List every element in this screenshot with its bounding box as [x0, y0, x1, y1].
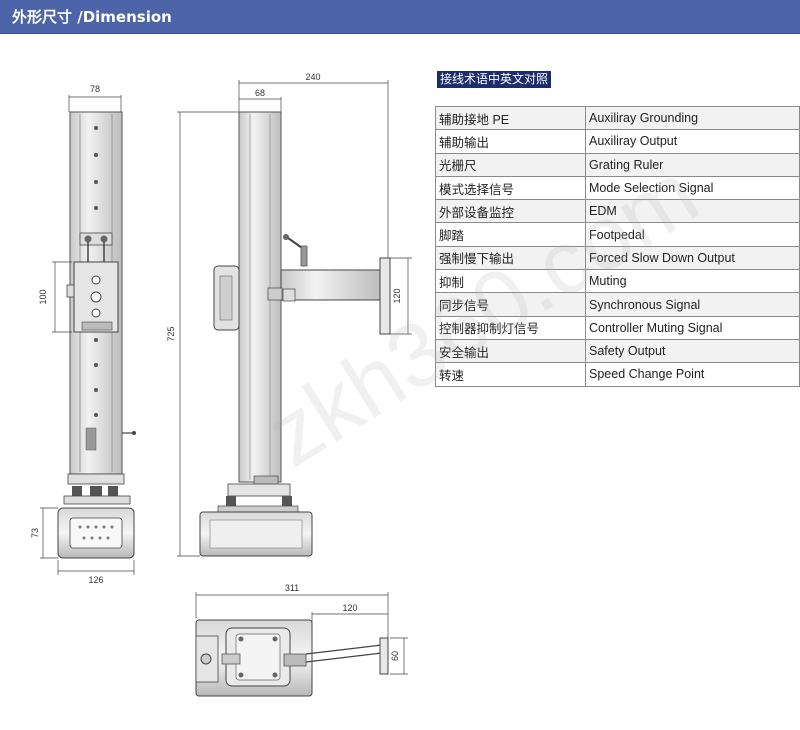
dim-front-width: [68, 95, 122, 112]
side-view: 240 68 725 120: [166, 72, 412, 557]
term-chinese: 脚踏: [435, 222, 586, 247]
front-width-label: 78: [90, 84, 100, 94]
side-column-width-label: 68: [255, 88, 265, 98]
term-chinese: 辅助输出: [435, 129, 586, 154]
section-header: 外形尺寸 /Dimension: [0, 0, 800, 34]
term-chinese: 光栅尺: [435, 152, 586, 177]
term-english: Controller Muting Signal: [585, 315, 800, 340]
base-width-label: 126: [88, 575, 103, 585]
term-english: Mode Selection Signal: [585, 175, 800, 201]
dimension-drawings: 78 100: [30, 72, 412, 697]
side-arm: [280, 269, 382, 301]
term-english: EDM: [585, 199, 800, 224]
top-arm-length-label: 120: [342, 603, 357, 613]
section-title: 外形尺寸 /Dimension: [12, 8, 172, 26]
term-english: Synchronous Signal: [585, 292, 800, 317]
top-arm-end: [379, 637, 389, 675]
term-chinese: 模式选择信号: [435, 175, 586, 201]
top-arm-depth-label: 60: [390, 651, 400, 661]
arm-height-label: 120: [392, 288, 402, 303]
top-length-label: 311: [285, 583, 299, 593]
term-chinese: 辅助接地 PE: [435, 105, 586, 131]
top-view: 311 120 60: [195, 583, 408, 697]
overall-height-label: 725: [166, 326, 176, 341]
term-chinese: 同步信号: [435, 292, 586, 317]
term-english: Speed Change Point: [585, 362, 800, 387]
front-view: 78 100: [30, 84, 136, 585]
table-caption: 接线术语中英文对照: [437, 71, 552, 88]
term-english: Grating Ruler: [585, 152, 800, 177]
term-english: Safety Output: [585, 338, 800, 364]
term-english: Footpedal: [585, 222, 800, 247]
term-english: Auxiliray Grounding: [585, 105, 800, 131]
front-column-holes: [94, 126, 98, 417]
term-english: Forced Slow Down Output: [585, 245, 800, 271]
term-english: Auxiliray Output: [585, 129, 800, 154]
front-height-label: 100: [38, 289, 48, 304]
base-height-label: 73: [30, 528, 40, 538]
side-total-width-label: 240: [305, 72, 320, 82]
term-chinese: 抑制: [435, 269, 586, 294]
term-chinese: 强制慢下输出: [435, 245, 586, 271]
